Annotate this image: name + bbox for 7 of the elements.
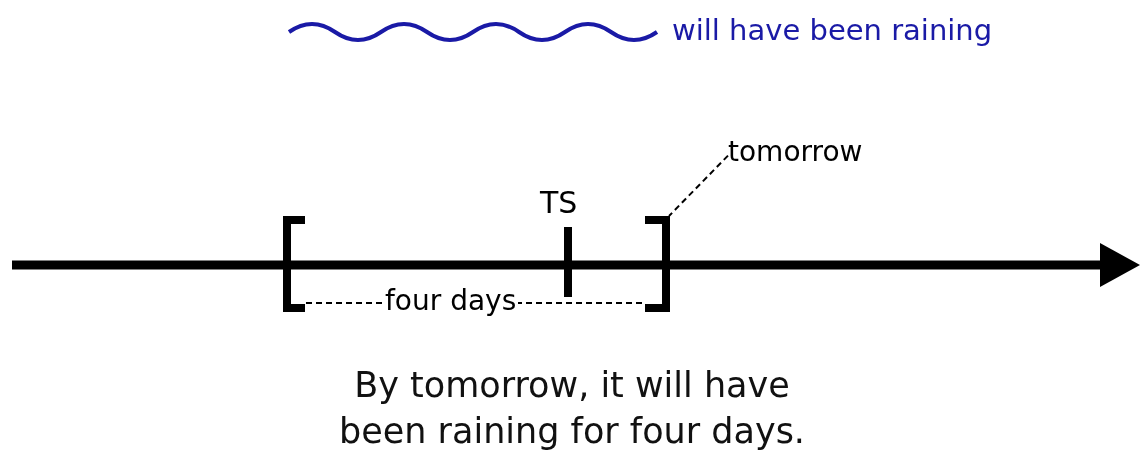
bracket-shape — [643, 216, 670, 312]
tick-label: TS — [539, 188, 579, 218]
leader-line — [668, 154, 729, 217]
time-label: tomorrow — [728, 138, 863, 166]
caption: By tomorrow, it will have been raining for four days. — [338, 364, 806, 453]
legend-label: will have been raining — [672, 16, 993, 45]
duration-label: four days — [383, 287, 519, 315]
